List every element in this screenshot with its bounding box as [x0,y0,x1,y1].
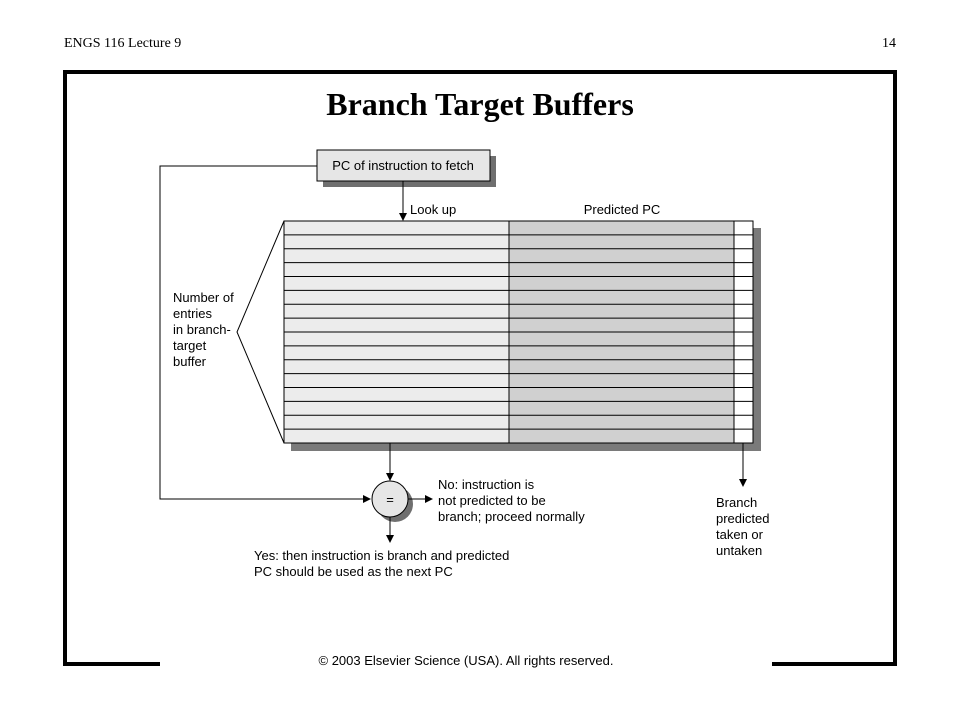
svg-text:in branch-: in branch- [173,322,231,337]
svg-text:Branch: Branch [716,495,757,510]
svg-text:Yes: then instruction is bran: Yes: then instruction is branch and pred… [254,548,509,563]
pc-box-label: PC of instruction to fetch [332,158,474,173]
svg-text:not predicted to be: not predicted to be [438,493,546,508]
lookup-label: Look up [410,202,456,217]
svg-text:entries: entries [173,306,213,321]
yes-label: Yes: then instruction is branch and pred… [254,548,509,579]
slide-title: Branch Target Buffers [326,86,634,122]
svg-text:predicted: predicted [716,511,769,526]
entries-brace [236,220,285,444]
feedback-line [159,165,371,503]
no-label: No: instruction is not predicted to be b… [438,477,585,524]
svg-text:Number of: Number of [173,290,234,305]
pc-box: PC of instruction to fetch [316,149,496,187]
copyright-notice: © 2003 Elsevier Science (USA). All right… [160,652,772,670]
equals-symbol: = [386,492,394,507]
svg-text:buffer: buffer [173,354,207,369]
svg-text:taken or: taken or [716,527,764,542]
svg-text:untaken: untaken [716,543,762,558]
predicted-pc-label: Predicted PC [584,202,661,217]
svg-text:No: instruction is: No: instruction is [438,477,535,492]
svg-text:PC should be used as the next: PC should be used as the next PC [254,564,453,579]
branch-target-buffer [283,220,761,451]
svg-text:target: target [173,338,207,353]
svg-text:branch; proceed normally: branch; proceed normally [438,509,585,524]
page-number: 14 [882,36,896,51]
course-header: ENGS 116 Lecture 9 [64,36,182,51]
entries-label: Number of entries in branch- target buff… [173,290,234,369]
branch-label: Branch predicted taken or untaken [716,495,769,558]
comparator: = [371,480,413,522]
